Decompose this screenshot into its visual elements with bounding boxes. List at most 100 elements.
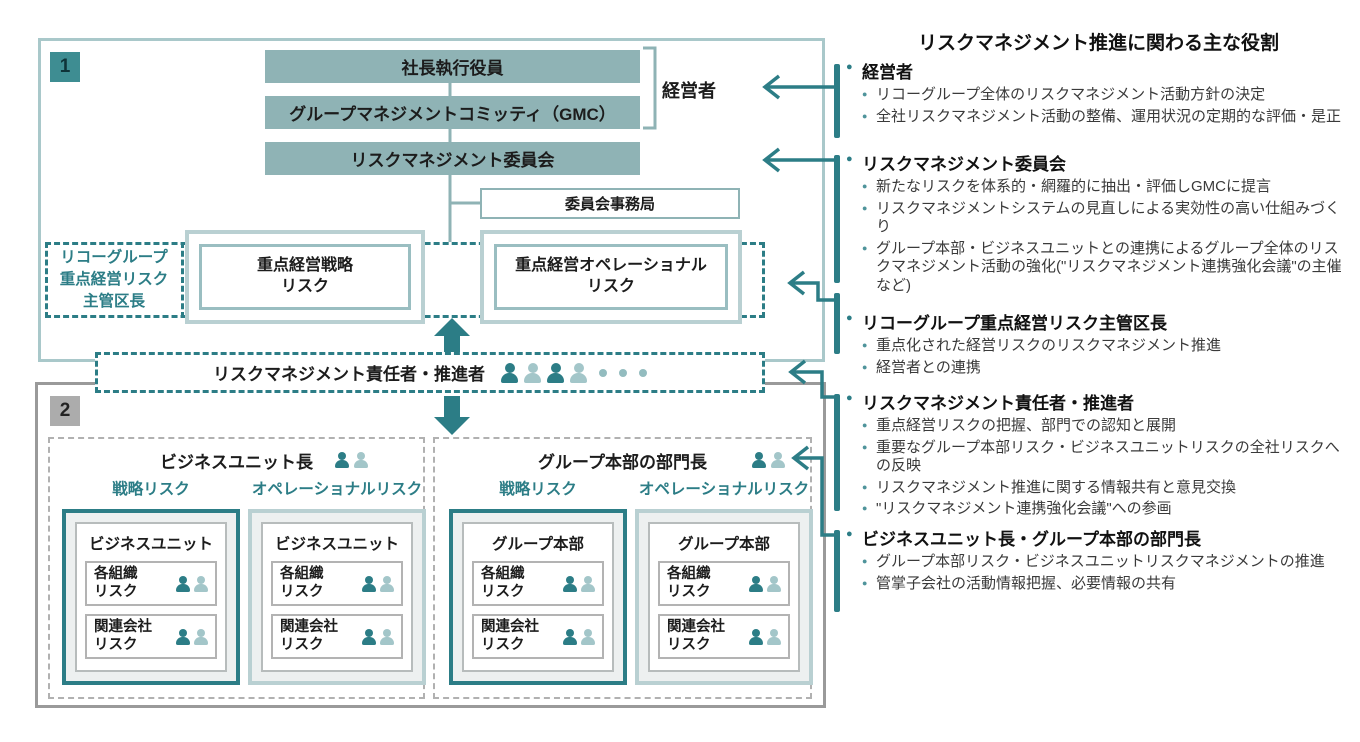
card-title: グループ本部 [491,536,585,553]
person-icon [749,576,763,592]
person-icon [563,629,577,645]
role-heading: ビジネスユニット長・グループ本部の部門長 [846,525,1353,550]
role-item: 重点化された経営リスクのリスクマネジメント推進 [862,337,1353,356]
focus-risk-owner-label: リコーグループ 重点経営リスク 主管区長 [59,249,169,310]
role-heading: リスクマネジメント委員会 [846,150,1353,175]
person-icon [501,363,518,383]
ellipsis-dot-icon [619,368,627,377]
role-section-bars [834,64,840,612]
affiliate-risk-label: 関連会社 リスク [280,619,338,653]
affiliate-risk-label: 関連会社 リスク [481,619,539,653]
role-item: リスクマネジメント推進に関する情報共有と意見交換 [862,479,1353,498]
org-risk-label: 各組織 リスク [667,566,711,600]
affiliate-risk-row: 関連会社 リスク [472,614,604,659]
person-icon [380,629,394,645]
role-item: 管掌子会社の活動情報把握、必要情報の共有 [862,575,1353,594]
risk-responsible-promoter-box: リスクマネジメント責任者・推進者 [95,352,765,393]
group-hq-strategic-frame: グループ本部 各組織 リスク 関連会社 リスク [449,509,627,685]
person-icon [362,576,376,592]
operational-risk-column-label: オペレーショナルリスク [638,481,810,498]
person-icon [767,629,781,645]
business-unit-head-label: ビジネスユニット長 [160,453,313,472]
card-title: グループ本部 [677,536,771,553]
role-heading: リスクマネジメント責任者・推進者 [846,389,1353,414]
role-item: リコーグループ全体のリスクマネジメント活動方針の決定 [862,86,1353,105]
role-section-committee: リスクマネジメント委員会 新たなリスクを体系的・網羅的に抽出・評価しGMCに提言… [846,150,1353,299]
person-icon [570,363,587,383]
business-unit-operational-frame: ビジネスユニット 各組織 リスク 関連会社 リスク [248,509,426,685]
business-unit-half: ビジネスユニット長 戦略リスク オペレーショナルリスク ビジネスユニット 各組織… [48,437,426,699]
person-icon [335,452,349,468]
ellipsis-dot-icon [599,368,607,377]
group-hq-half: グループ本部の部門長 戦略リスク オペレーショナルリスク グループ本部 各組織 … [433,437,813,699]
org-risk-row: 各組織 リスク [271,561,403,606]
strategic-risk-column-label: 戦略リスク [112,481,190,498]
person-icon [749,629,763,645]
affiliate-risk-row: 関連会社 リスク [658,614,790,659]
group-hq-card: グループ本部 各組織 リスク 関連会社 リスク [648,522,800,672]
person-icon [194,576,208,592]
strategic-risk-column-label: 戦略リスク [499,481,577,498]
business-unit-strategic-frame: ビジネスユニット 各組織 リスク 関連会社 リスク [62,509,240,685]
role-heading: リコーグループ重点経営リスク主管区長 [846,309,1353,334]
section2-number-badge: 2 [50,396,80,426]
operational-risk-column-label: オペレーショナルリスク [251,481,423,498]
risk-committee-box: リスクマネジメント委員会 [265,142,640,175]
role-item: グループ本部リスク・ビジネスユニットリスクマネジメントの推進 [862,553,1353,572]
operational-focus-risk-frame: 重点経営オペレーショナル リスク [480,230,742,324]
management-bracket-label: 経営者 [662,81,716,101]
affiliate-risk-label: 関連会社 リスク [667,619,725,653]
org-risk-label: 各組織 リスク [481,566,525,600]
role-item: 経営者との連携 [862,359,1353,378]
scope-label-divider [181,242,184,318]
person-icon [771,452,785,468]
person-icon [581,629,595,645]
affiliate-risk-label: 関連会社 リスク [94,619,152,653]
card-title: ビジネスユニット [88,536,213,553]
affiliate-risk-row: 関連会社 リスク [271,614,403,659]
org-risk-label: 各組織 リスク [94,566,138,600]
role-item: 重要なグループ本部リスク・ビジネスユニットリスクの全社リスクへの反映 [862,439,1353,476]
group-hq-head-label: グループ本部の部門長 [538,453,707,472]
person-icon [752,452,766,468]
role-section-focus-risk-owner: リコーグループ重点経営リスク主管区長 重点化された経営リスクのリスクマネジメント… [846,309,1353,380]
person-icon [524,363,541,383]
person-icon [354,452,368,468]
person-icon [362,629,376,645]
business-unit-card: ビジネスユニット 各組織 リスク 関連会社 リスク [261,522,413,672]
committee-secretariat-box: 委員会事務局 [480,188,740,219]
org-risk-row: 各組織 リスク [472,561,604,606]
affiliate-risk-row: 関連会社 リスク [85,614,217,659]
risk-responsible-promoter-label: リスクマネジメント責任者・推進者 [213,365,485,384]
person-icon [194,629,208,645]
person-icon [581,576,595,592]
ellipsis-dot-icon [639,368,647,377]
operational-focus-risk-box: 重点経営オペレーショナル リスク [494,244,728,310]
role-item: 全社リスクマネジメント活動の整備、運用状況の定期的な評価・是正 [862,108,1353,127]
role-item: 新たなリスクを体系的・網羅的に抽出・評価しGMCに提言 [862,178,1353,197]
role-item: "リスクマネジメント連携強化会議"への参画 [862,500,1353,519]
group-hq-operational-frame: グループ本部 各組織 リスク 関連会社 リスク [635,509,813,685]
role-item: グループ本部・ビジネスユニットとの連携によるグループ全体のリスクマネジメント活動… [862,240,1353,296]
strategic-focus-risk-frame: 重点経営戦略 リスク [185,230,425,324]
head-person-icons [752,452,785,468]
role-section-management: 経営者 リコーグループ全体のリスクマネジメント活動方針の決定 全社リスクマネジメ… [846,58,1353,129]
arrowhead-icon [788,359,807,385]
person-icon [176,629,190,645]
person-icon [380,576,394,592]
card-title: ビジネスユニット [274,536,399,553]
business-unit-card: ビジネスユニット 各組織 リスク 関連会社 リスク [75,522,227,672]
strategic-focus-risk-box: 重点経営戦略 リスク [199,244,411,310]
org-risk-label: 各組織 リスク [280,566,324,600]
role-item: リスクマネジメントシステムの見直しによる実効性の高い仕組みづくり [862,200,1353,237]
person-icon [563,576,577,592]
role-item: 重点経営リスクの把握、部門での認知と展開 [862,417,1353,436]
group-hq-card: グループ本部 各組織 リスク 関連会社 リスク [462,522,614,672]
head-person-icons [335,452,368,468]
person-icon [547,363,564,383]
president-box: 社長執行役員 [265,50,640,83]
role-section-unit-heads: ビジネスユニット長・グループ本部の部門長 グループ本部リスク・ビジネスユニットリ… [846,525,1353,596]
org-risk-row: 各組織 リスク [85,561,217,606]
gmc-box: グループマネジメントコミッティ（GMC） [265,96,640,129]
